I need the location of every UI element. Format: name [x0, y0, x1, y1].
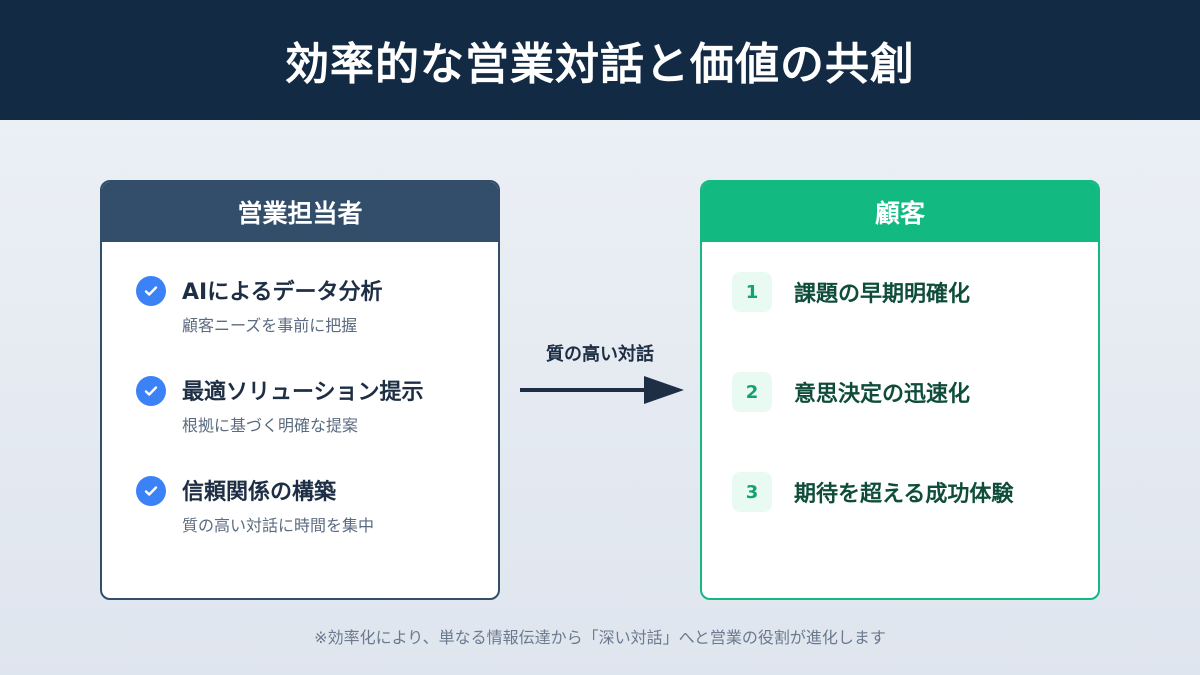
sales-item-sub: 根拠に基づく明確な提案: [182, 416, 359, 435]
sales-item-sub: 質の高い対話に時間を集中: [182, 516, 375, 535]
step-number: 2: [732, 372, 772, 412]
customer-item-text: 意思決定の迅速化: [794, 382, 971, 407]
sales-card: 営業担当者 AIによるデータ分析 顧客ニーズを事前に把握 最適ソリューション提示…: [100, 180, 500, 600]
sales-item-sub: 顧客ニーズを事前に把握: [182, 316, 358, 335]
arrow-right-icon: [520, 376, 684, 404]
sales-item-title: 最適ソリューション提示: [182, 380, 424, 405]
customer-item: 2 意思決定の迅速化: [732, 372, 970, 412]
check-icon: [136, 276, 166, 306]
footnote: ※効率化により、単なる情報伝達から「深い対話」へと営業の役割が進化します: [314, 628, 886, 647]
page-title: 効率的な営業対話と価値の共創: [285, 39, 915, 90]
customer-card: 顧客 1 課題の早期明確化 2 意思決定の迅速化 3 期待を超える成功体験: [700, 180, 1100, 600]
title-bar: 効率的な営業対話と価値の共創: [0, 0, 1200, 120]
connector-label: 質の高い対話: [546, 344, 654, 365]
step-number: 3: [732, 472, 772, 512]
sales-item-title: 信頼関係の構築: [182, 480, 337, 505]
step-number: 1: [732, 272, 772, 312]
customer-card-heading: 顧客: [702, 182, 1098, 242]
customer-item-text: 課題の早期明確化: [794, 282, 971, 307]
sales-item-title: AIによるデータ分析: [182, 280, 383, 305]
check-icon: [136, 476, 166, 506]
customer-item: 3 期待を超える成功体験: [732, 472, 1013, 512]
check-icon: [136, 376, 166, 406]
sales-card-heading: 営業担当者: [102, 182, 498, 242]
customer-item: 1 課題の早期明確化: [732, 272, 970, 312]
customer-item-text: 期待を超える成功体験: [794, 482, 1014, 507]
